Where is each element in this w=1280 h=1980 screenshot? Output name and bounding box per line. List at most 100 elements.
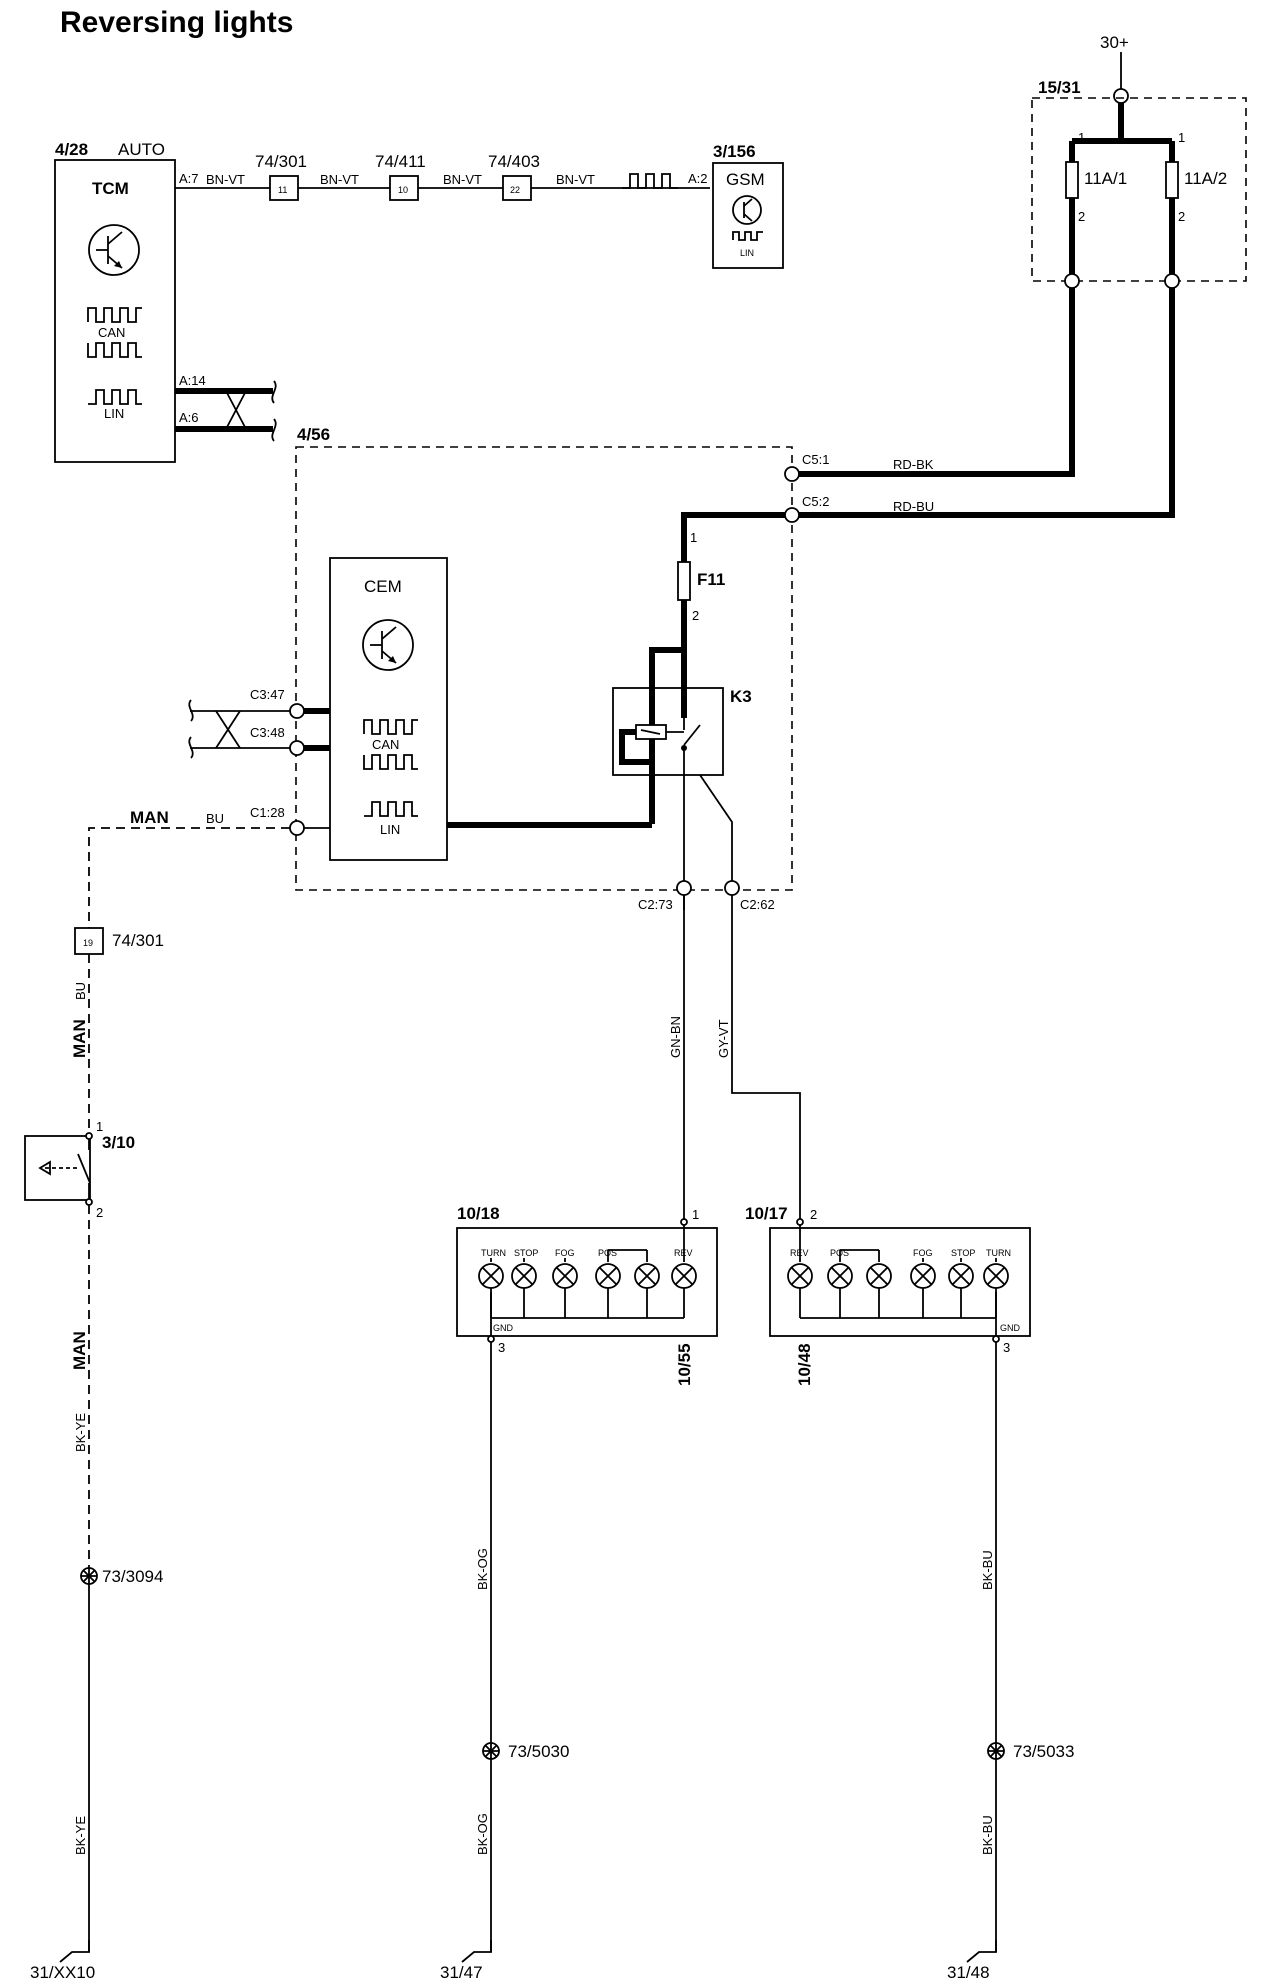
cem-box-outline <box>295 446 793 891</box>
lamp-bulb-icon <box>595 1258 621 1318</box>
pin-c3-47: C3:47 <box>250 687 285 702</box>
lamp-label: TURN <box>986 1248 1011 1258</box>
lin-wire-label-1: BN-VT <box>206 172 245 187</box>
terminal-c5-2 <box>784 507 800 523</box>
relay-k3-label: K3 <box>730 687 752 706</box>
bu-label-vertical: BU <box>73 982 88 1000</box>
splice-74-403-box <box>502 175 532 201</box>
tcm-module: 4/28 AUTO TCM CAN LIN A:7 A:14 A:6 <box>54 140 206 463</box>
lamp-right-ref: 10/48 <box>795 1343 814 1386</box>
pin-c2-73: C2:73 <box>638 897 673 912</box>
tcm-id: 4/28 <box>55 140 88 159</box>
terminal-c1-28 <box>289 820 305 836</box>
lamp-feed-wires: GN-BN GY-VT <box>668 895 801 1222</box>
lamp-bulb-icon <box>948 1258 974 1318</box>
ground-symbol-31-48 <box>966 1940 997 1963</box>
fuse-f11-label: F11 <box>697 570 725 589</box>
switch-pin2: 2 <box>96 1205 103 1220</box>
supply-terminal <box>1113 88 1129 104</box>
lamp-bulb-icon <box>910 1258 936 1318</box>
lamp-bulb-icon <box>478 1258 504 1318</box>
splice-74-411-id: 74/411 <box>375 152 426 171</box>
bk-og-label-1: BK-OG <box>475 1548 490 1590</box>
fuse-f11-pin2: 2 <box>692 608 699 623</box>
switch-contact <box>77 1153 91 1184</box>
bk-bu-label-1: BK-BU <box>980 1550 995 1590</box>
splice-73-5030-id: 73/5030 <box>508 1742 569 1761</box>
fuse2-pin2: 2 <box>1178 209 1185 224</box>
lamp-left-id: 10/18 <box>457 1204 500 1223</box>
pin-c5-2: C5:2 <box>802 494 829 509</box>
fuse1-pin2: 2 <box>1078 209 1085 224</box>
lin-bus-signal-icon <box>622 173 678 189</box>
transistor-icon <box>88 224 140 276</box>
transistor-icon <box>362 619 414 671</box>
lamp-label: REV <box>790 1248 809 1258</box>
terminal-c3-48 <box>289 740 305 756</box>
lamp-label: REV <box>674 1248 693 1258</box>
lamp-label: STOP <box>951 1248 975 1258</box>
ground-symbol-31-xx10 <box>59 1940 90 1963</box>
cem-can-twisted-pair <box>215 710 241 749</box>
lamp-bulb-icon <box>634 1258 660 1318</box>
switch-arrow-icon <box>38 1160 51 1176</box>
gsm-box <box>712 162 784 269</box>
terminal-c2-62 <box>724 880 740 896</box>
fuse-f11 <box>677 561 691 601</box>
lin-wire-label-2: BN-VT <box>320 172 359 187</box>
terminal-c5-1 <box>784 466 800 482</box>
lamp-bulb-icon <box>552 1258 578 1318</box>
lin-signal-icon <box>364 801 418 817</box>
switch-3-10: 3/10 1 2 <box>24 1119 135 1220</box>
fuse-box-outline <box>1031 97 1247 282</box>
lin-bus-tcm-gsm: BN-VT BN-VT BN-VT BN-VT 11 74/301 10 74/… <box>175 152 710 201</box>
fuse-f11-pin1: 1 <box>690 530 697 545</box>
lamp-bulb-icon <box>787 1258 813 1318</box>
lamp-label: TURN <box>481 1248 506 1258</box>
switch-pin1: 1 <box>96 1119 103 1134</box>
fuse1-pin1: 1 <box>1078 130 1085 145</box>
fuse-box-15-31: 30+ 15/31 1 1 11A/1 11A/2 2 2 <box>1031 33 1247 289</box>
pin-c5-1: C5:1 <box>802 452 829 467</box>
lamp-label: POS <box>830 1248 849 1258</box>
lamp-right-pin-in: 2 <box>810 1207 817 1222</box>
lamp-label: FOG <box>555 1248 575 1258</box>
lamp-bulb-icon <box>511 1258 537 1318</box>
gsm-name: GSM <box>726 170 765 189</box>
gn-bn-label: GN-BN <box>668 1016 683 1058</box>
fuse-11a-1 <box>1065 161 1079 199</box>
pin-c1-28: C1:28 <box>250 805 285 820</box>
lamp-bulb-icon <box>866 1258 892 1318</box>
splice-74-411-box <box>389 175 419 201</box>
transistor-icon <box>732 195 762 225</box>
lamp-bulb-icon <box>827 1258 853 1318</box>
pin-c2-62: C2:62 <box>740 897 775 912</box>
lamp-left-pin-gnd: 3 <box>498 1340 505 1355</box>
bk-ye-label-1: BK-YE <box>73 1413 88 1452</box>
lamp-bulb-icon <box>671 1258 697 1318</box>
fuse-11a-2-label: 11A/2 <box>1184 169 1227 188</box>
tcm-can-label: CAN <box>98 325 125 340</box>
man-signal-wire: MAN BU 19 74/301 BU MAN <box>70 808 290 1130</box>
gsm-lin-label: LIN <box>740 248 754 258</box>
gsm-module: 3/156 GSM LIN <box>712 142 784 269</box>
tcm-tag: AUTO <box>118 140 165 159</box>
supply-label: 30+ <box>1100 33 1129 52</box>
tcm-pin-a6: A:6 <box>179 410 199 425</box>
wire-rd-bu-label: RD-BU <box>893 499 934 514</box>
man-label-vertical-1: MAN <box>70 1019 89 1058</box>
lin-wire-label-4: BN-VT <box>556 172 595 187</box>
ground-run-31-xx10: MAN BK-YE 73/3094 BK-YE 31/XX10 <box>30 1205 163 1980</box>
feed-wires: RD-BK RD-BU <box>798 288 1175 518</box>
lin-signal-icon <box>88 389 142 405</box>
splice-74-411-pin: 10 <box>398 185 408 195</box>
pin-c3-48: C3:48 <box>250 725 285 740</box>
lamp-left-ref: 10/55 <box>675 1343 694 1386</box>
cem-can-label: CAN <box>372 737 399 752</box>
splice-man-id: 74/301 <box>112 931 164 950</box>
cem-box-id: 4/56 <box>297 425 330 444</box>
can-signal-icon <box>87 307 142 358</box>
